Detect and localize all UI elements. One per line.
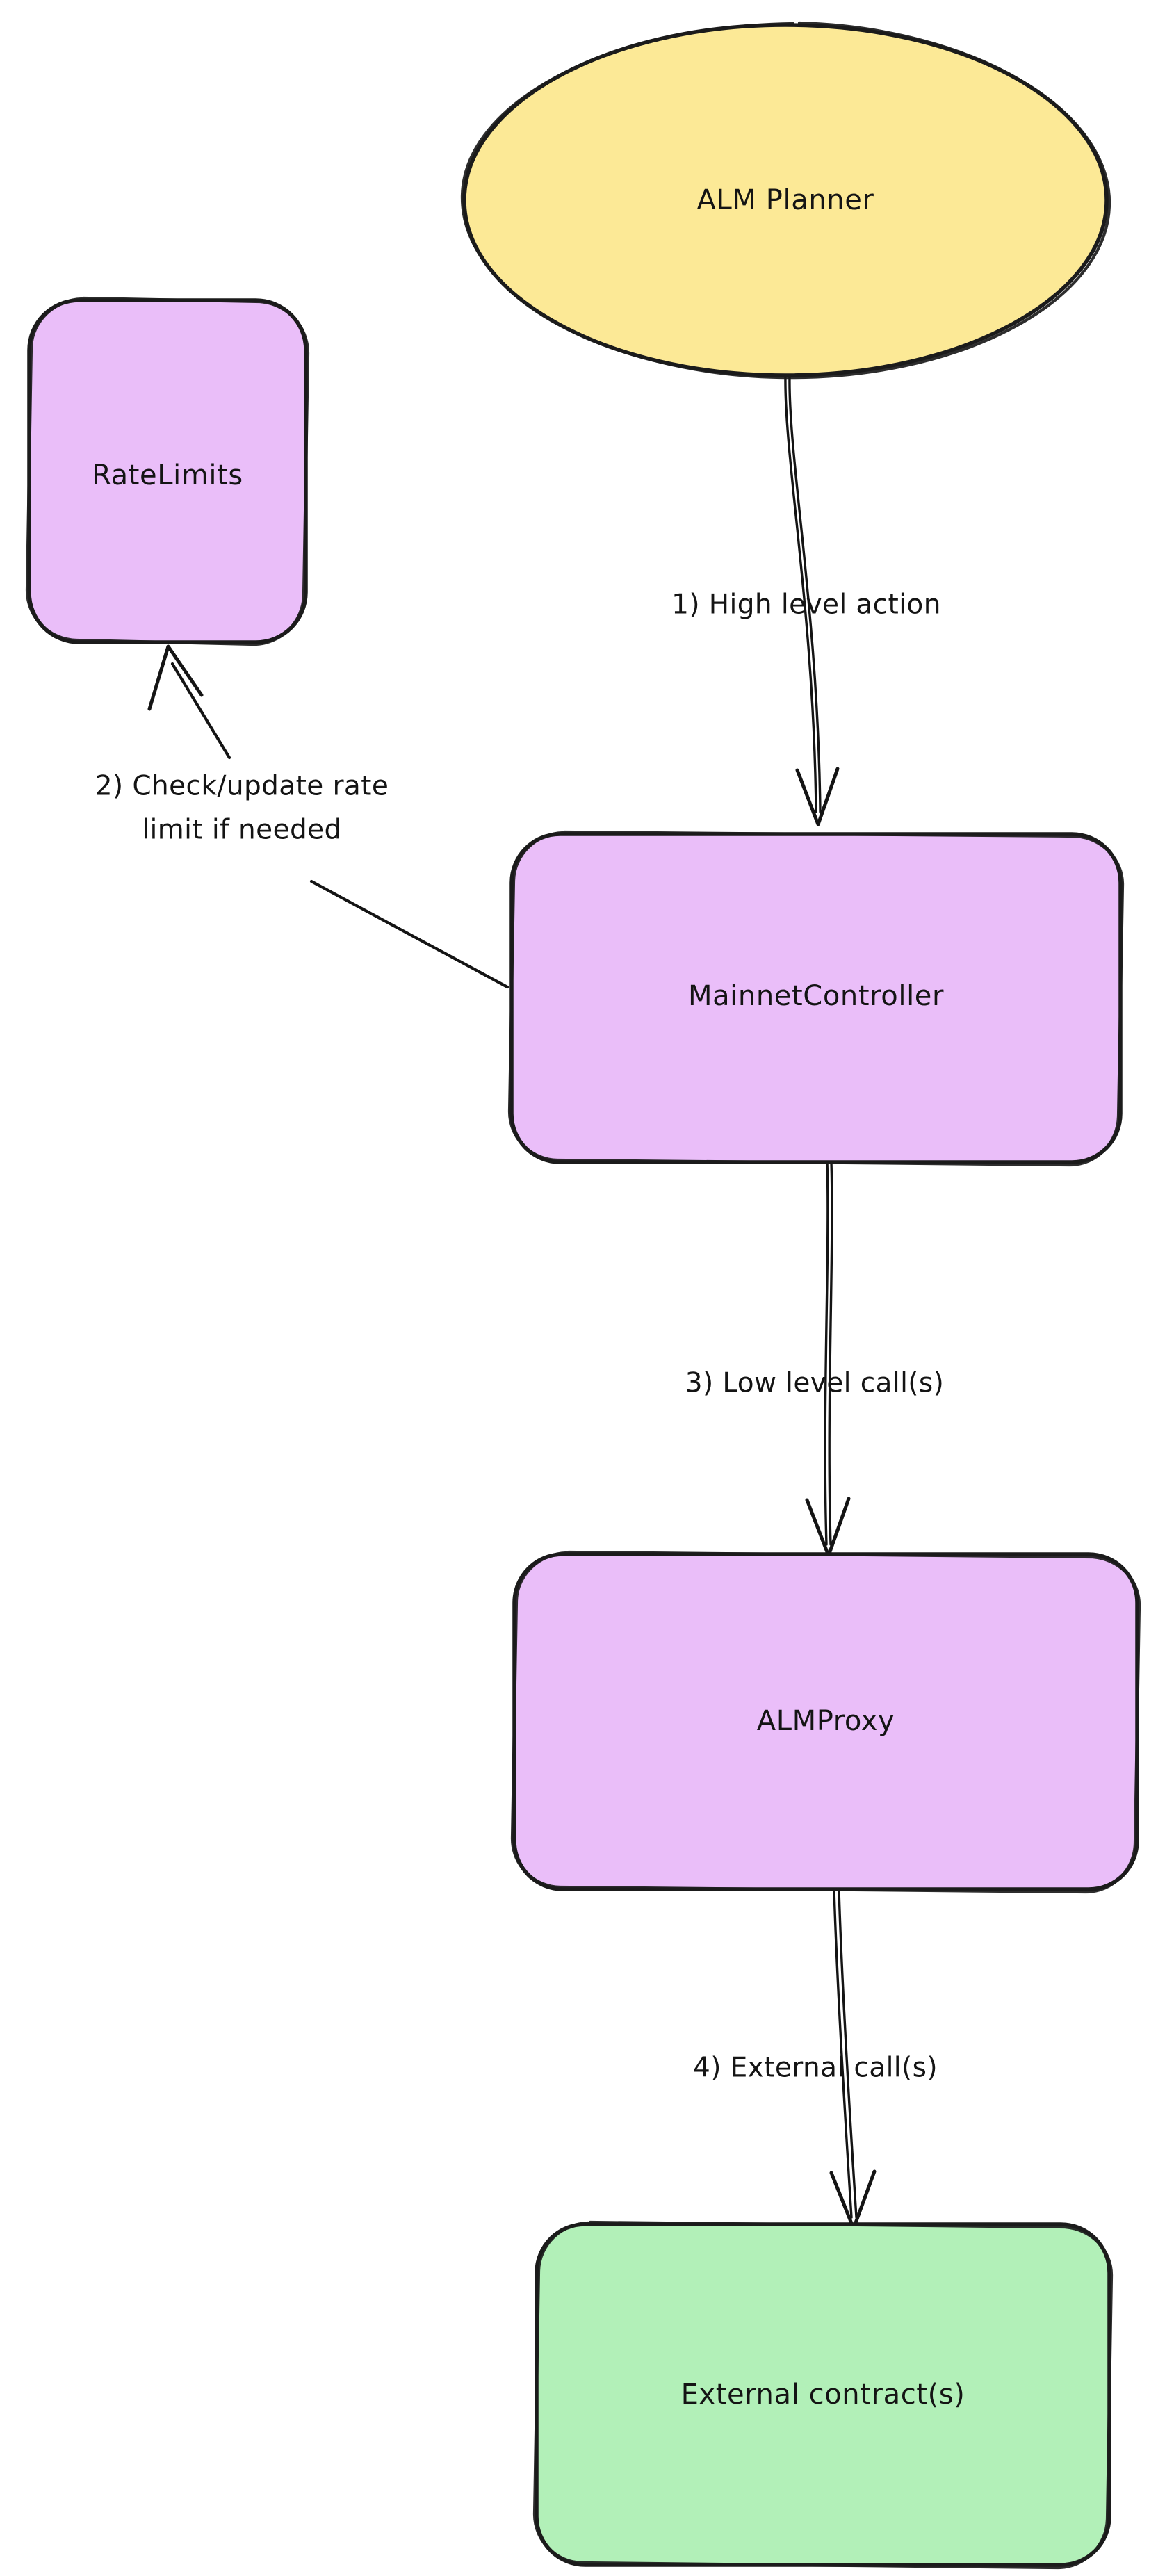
edge-alm-planner-to-mainnet-controller: 1) High level action bbox=[671, 374, 941, 826]
alm-proxy-outline-sketch bbox=[510, 1550, 1141, 1894]
edge-2-arrowhead bbox=[147, 644, 204, 711]
alm-planner-fill bbox=[464, 25, 1107, 375]
edge-4-path-b bbox=[838, 1889, 858, 2219]
edge-mainnet-controller-to-alm-proxy: 3) Low level call(s) bbox=[685, 1161, 945, 1558]
rate-limits-fill bbox=[29, 300, 306, 642]
alm-planner-outline-sketch bbox=[460, 21, 1111, 380]
node-alm-planner[interactable]: ALM Planner bbox=[460, 21, 1111, 380]
node-rate-limits[interactable]: RateLimits bbox=[25, 296, 310, 646]
mainnet-controller-label: MainnetController bbox=[688, 980, 944, 1012]
node-external-contracts[interactable]: External contract(s) bbox=[532, 2220, 1114, 2570]
edge-2-label-line-1: 2) Check/update rate bbox=[95, 771, 389, 802]
edge-alm-proxy-to-external-contracts: 4) External call(s) bbox=[693, 1888, 938, 2231]
edge-mainnet-controller-to-rate-limits: 2) Check/update rate limit if needed bbox=[95, 644, 509, 989]
alm-proxy-label: ALMProxy bbox=[757, 1705, 895, 1737]
edge-4-label: 4) External call(s) bbox=[693, 2053, 938, 2084]
edge-4-path-a bbox=[833, 1888, 853, 2219]
mainnet-controller-outline-sketch bbox=[507, 830, 1125, 1167]
edge-3-path-b bbox=[828, 1161, 833, 1546]
node-mainnet-controller[interactable]: MainnetController bbox=[507, 830, 1125, 1167]
external-contracts-fill bbox=[537, 2224, 1109, 2565]
edge-3-arrowhead bbox=[805, 1497, 851, 1558]
edge-2-path-lower bbox=[309, 879, 509, 989]
external-contracts-outline-sketch bbox=[532, 2220, 1114, 2570]
mainnet-controller-fill bbox=[512, 834, 1120, 1162]
node-alm-proxy[interactable]: ALMProxy bbox=[510, 1550, 1141, 1894]
rate-limits-outline-sketch bbox=[25, 296, 310, 646]
alm-planner-label: ALM Planner bbox=[697, 184, 874, 216]
edge-3-label: 3) Low level call(s) bbox=[685, 1368, 945, 1399]
external-contracts-label: External contract(s) bbox=[681, 2379, 965, 2411]
edge-1-label: 1) High level action bbox=[671, 589, 941, 621]
edge-1-path-a bbox=[784, 374, 817, 813]
edge-2-path-upper bbox=[170, 662, 231, 760]
edge-2-label-line-2: limit if needed bbox=[142, 815, 341, 846]
edge-1-path-b bbox=[788, 375, 822, 813]
rate-limits-label: RateLimits bbox=[92, 459, 243, 491]
edge-3-path-a bbox=[824, 1161, 829, 1546]
edge-1-arrowhead bbox=[795, 767, 840, 826]
alm-proxy-fill bbox=[514, 1554, 1137, 1889]
